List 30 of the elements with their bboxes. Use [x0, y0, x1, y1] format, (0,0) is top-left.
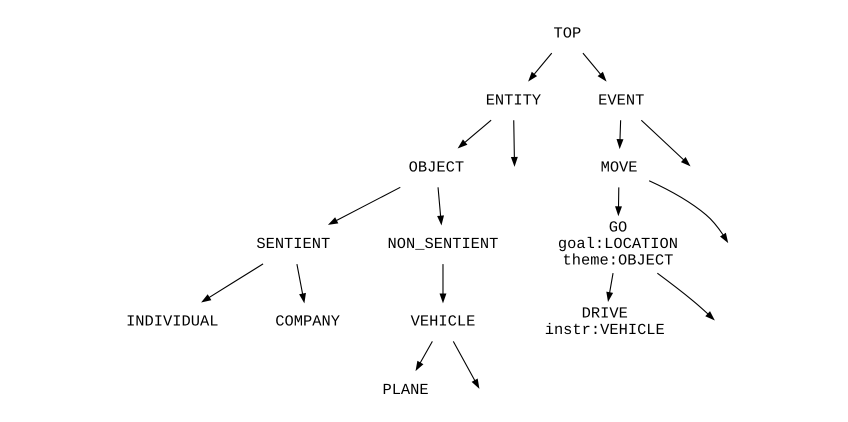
arrow: [296, 264, 306, 303]
arrow: [606, 272, 614, 302]
arrow: [648, 180, 728, 243]
node-text: SENTIENT: [256, 234, 330, 253]
arrow: [528, 52, 552, 82]
node-text: ENTITY: [486, 90, 542, 109]
node-text: OBJECT: [408, 158, 464, 176]
arrow: [640, 119, 691, 166]
node-text: PLANE: [382, 380, 429, 398]
arrow: [437, 186, 444, 226]
arrow: [440, 264, 446, 303]
arrow: [616, 120, 624, 149]
node-text: TOP: [553, 24, 582, 42]
node-text: EVENT: [598, 90, 644, 109]
node-text: NON_SENTIENT: [388, 234, 498, 253]
arrow: [201, 262, 264, 302]
node-text: MOVE: [600, 158, 638, 176]
arrow: [510, 120, 518, 166]
arrow: [416, 340, 433, 371]
node-text: INDIVIDUAL: [126, 312, 218, 330]
node-text: DRIVE instr:VEHICLE: [544, 304, 665, 338]
node-text: VEHICLE: [410, 312, 476, 330]
arrow: [615, 186, 622, 216]
node-text: COMPANY: [275, 312, 340, 330]
arrow: [452, 340, 480, 388]
arrow: [657, 272, 715, 320]
node-text: GO goal:LOCATION theme:OBJECT: [558, 218, 678, 270]
arrow: [328, 186, 401, 224]
arrow: [582, 52, 607, 82]
arrow: [458, 119, 492, 148]
